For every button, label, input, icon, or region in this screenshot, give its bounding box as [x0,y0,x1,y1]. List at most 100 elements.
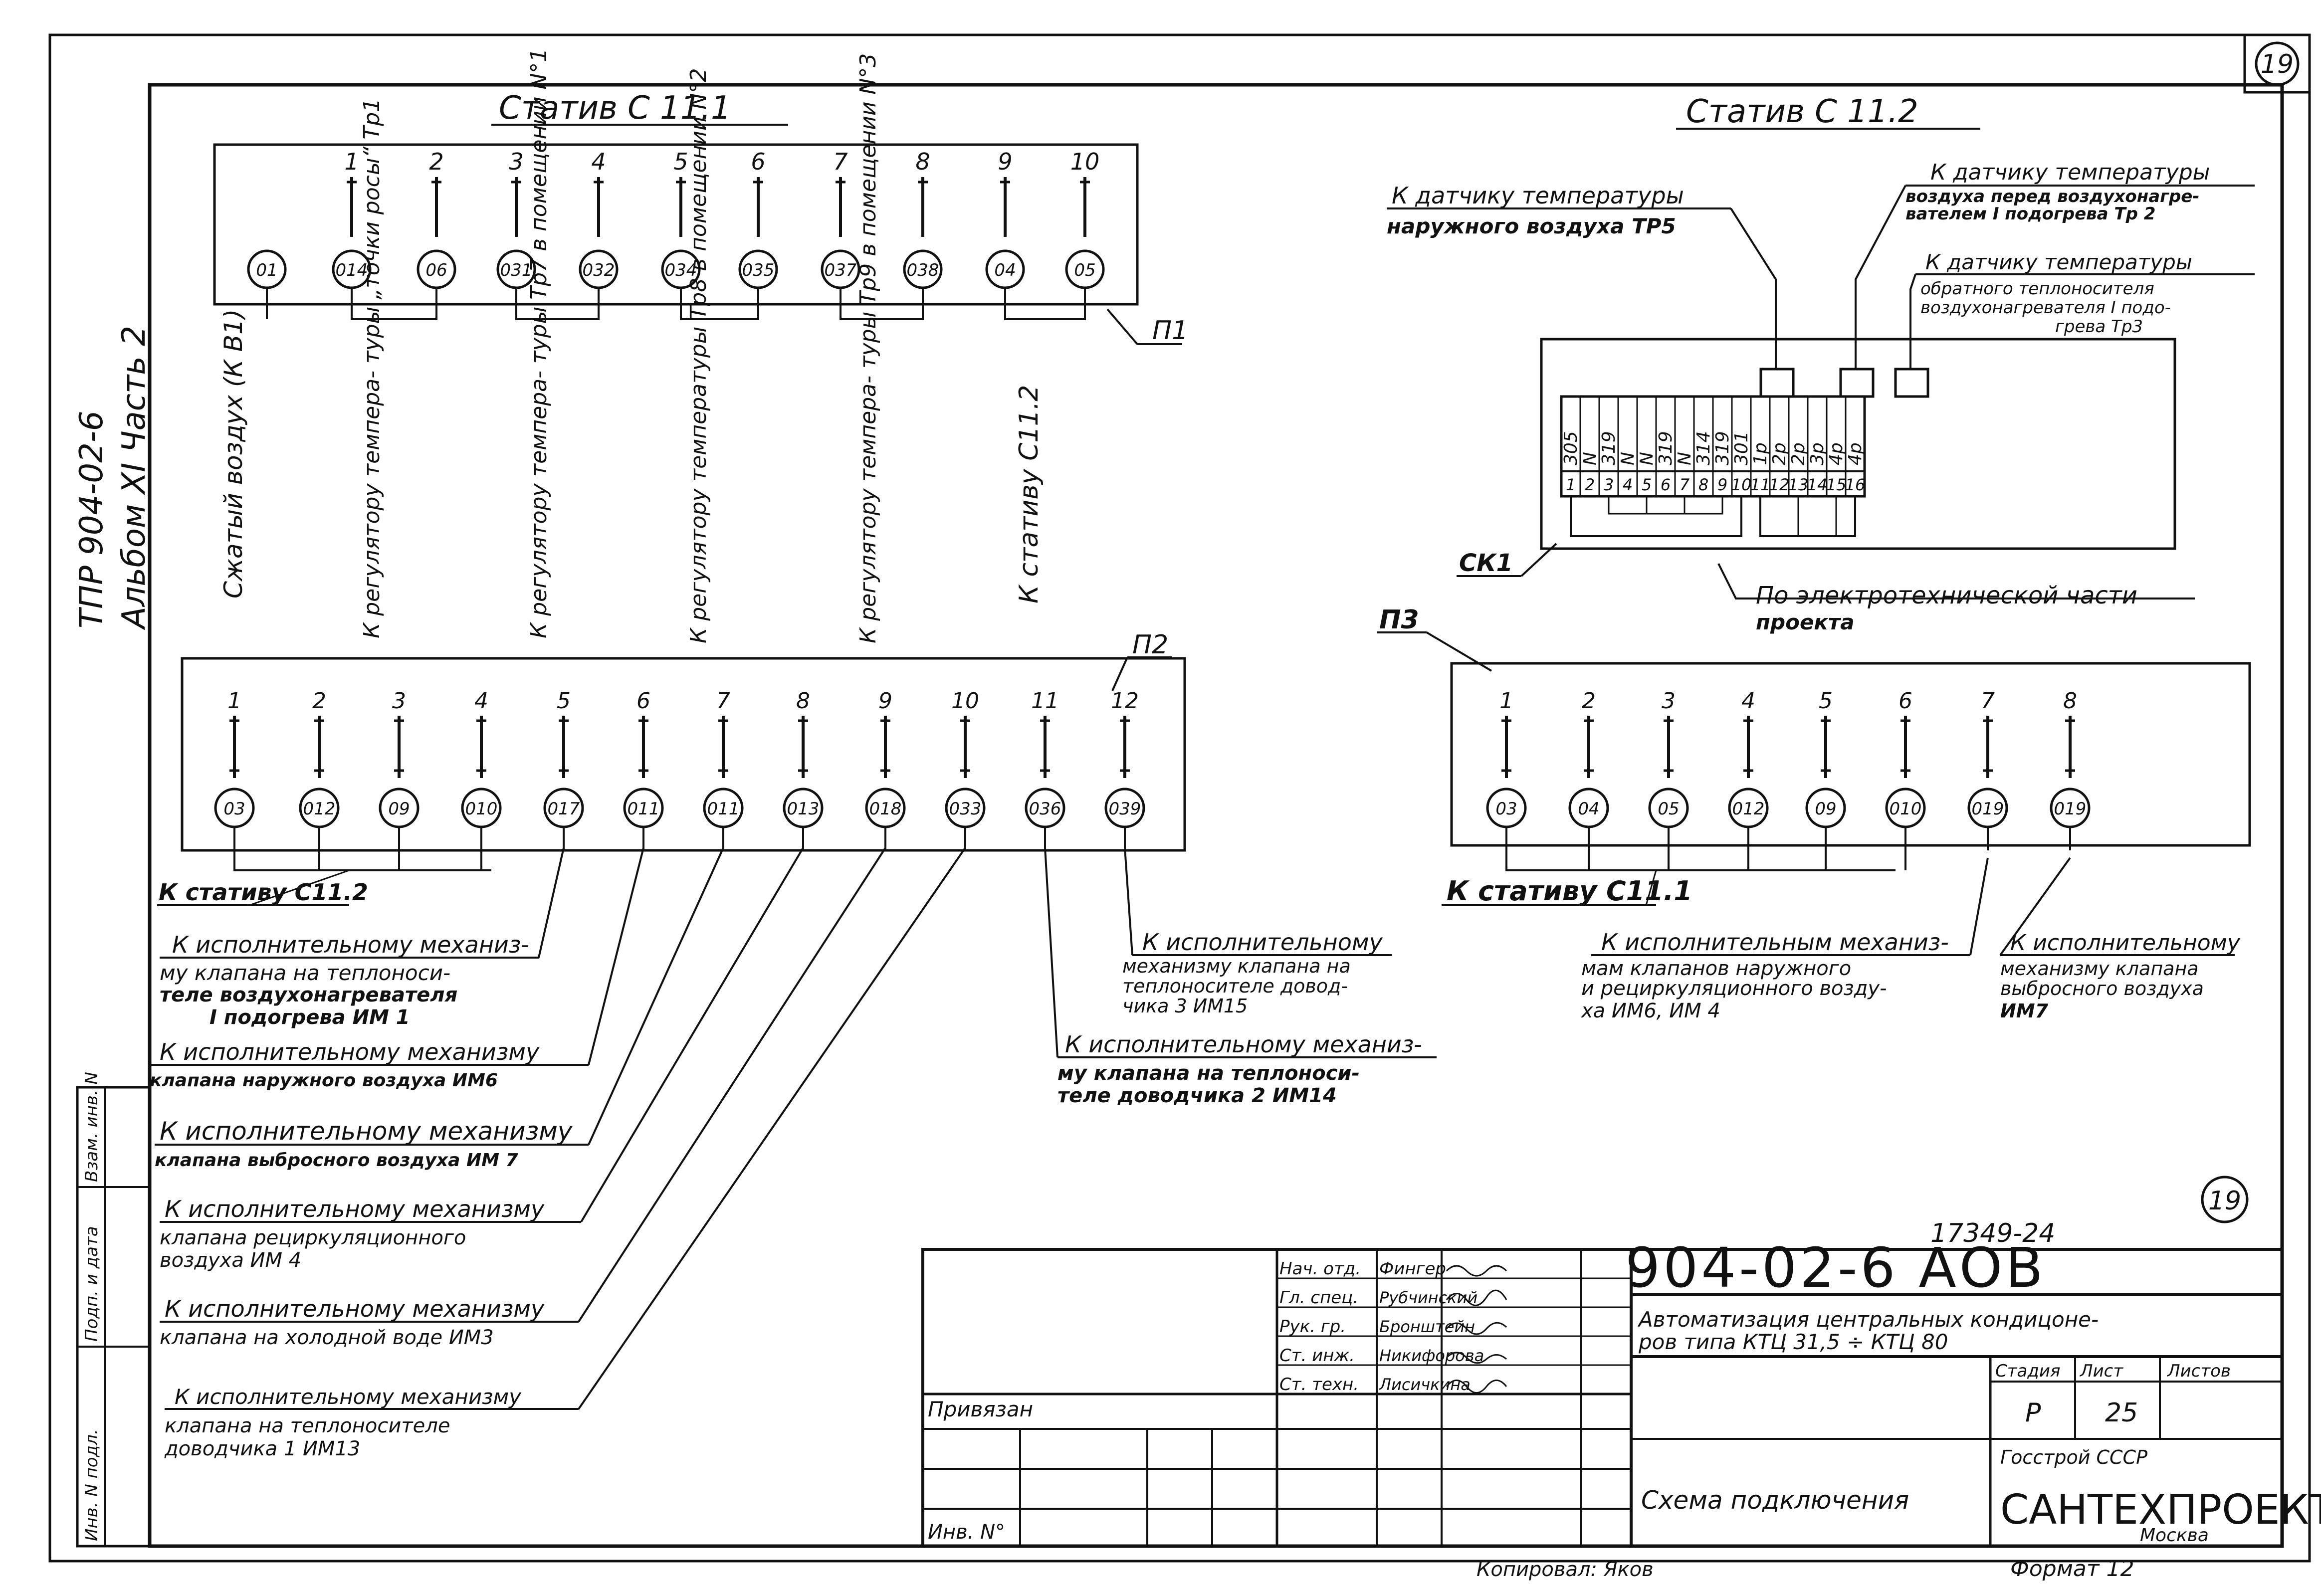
p3-note2-l4: ИМ7 [2000,1000,2049,1022]
p2-note2-l1: К исполнительному механизму [160,1038,540,1065]
ck1-top-cell: N [1580,452,1600,465]
rack2-title: Статив С 11.2 [1686,93,1918,130]
panel-terminal-number: 8 [796,688,810,714]
panel-wire-label: 011 [628,799,660,819]
panel-wire-label: 05 [1658,799,1679,819]
note-tp2-2: воздуха перед воздухонагре- [1905,187,2199,206]
signature-1 [1446,1289,1507,1306]
note-tp3-2: обратного теплоносителя [1920,279,2154,299]
stamp-inv-label: Инв. N подл. [82,1429,102,1541]
name-0: Фингер [1379,1259,1446,1279]
ck1-bottom-cell: 9 [1717,475,1727,494]
role-0: Нач. отд. [1279,1259,1361,1279]
outer-frame [48,33,2311,1563]
scheme-title: Схема подключения [1641,1486,1909,1515]
rack1-wire-label: 035 [742,260,775,280]
sheets-label: Листов [2166,1361,2231,1381]
panel-terminal-number: 1 [1499,688,1513,714]
rack1-wire-label: 031 [500,260,533,280]
p2-note1-l1: К исполнительному механиз- [172,931,529,958]
ck1-top-cell: 1р [1750,442,1771,465]
panel2-box [181,657,1186,852]
p3-note2-l3: выбросного воздуха [2000,978,2204,999]
ck1-top-cell: 2р [1788,442,1809,465]
ck1-top-cell: 3р [1807,442,1828,465]
panel3-link-label: К стативу С11.1 [1447,875,1692,907]
rack1-terminal-number: 1 [344,148,359,175]
panel-terminal-number: 5 [1819,688,1833,714]
sheet-label: Лист [2079,1361,2123,1381]
panel-terminal-number: 4 [1741,688,1755,714]
ck1-top-cell: 301 [1731,431,1752,465]
rack1-note-tp7: К регулятору темпера- туры Тр7 в помещен… [526,48,552,638]
ck1-label: СК1 [1459,549,1513,577]
panel3-box [1450,662,2251,847]
p2-note6-l2: клапана на теплоносителе [165,1414,450,1437]
panel-terminal-number: 12 [1111,688,1139,714]
p2-note1-l3: теле воздухонагревателя [160,984,457,1006]
rack1-wire-label: 038 [907,260,939,280]
org-top: Госстрой СССР [2000,1446,2147,1468]
panel-wire-label: 012 [1732,799,1765,819]
p2-note8-l2: му клапана на теплоноси- [1057,1062,1360,1085]
ck1-bottom-cell: 10 [1731,475,1752,494]
name-3: Никифорова [1379,1346,1484,1365]
note-el-line1: По электротехнической части [1756,582,2137,609]
role-3: Ст. инж. [1279,1346,1355,1366]
ck1-bottom-cell: 8 [1698,475,1708,494]
p2-note6-l1: К исполнительному механизму [175,1385,522,1409]
role-4: Ст. техн. [1279,1375,1359,1395]
panel-terminal-number: 2 [1582,688,1596,714]
ck1-bottom-cell: 4 [1623,475,1633,494]
signature-4 [1446,1380,1507,1394]
p2-note2-l2: клапана наружного воздуха ИМ6 [150,1070,498,1091]
doc-code: 904-02-6 АОВ [1625,1236,2046,1300]
role-2: Рук. гр. [1279,1317,1346,1337]
ck1-top-cell: 4р [1826,442,1847,465]
org-name: САНТЕХПРОЕКТ [2000,1486,2321,1534]
note-tp5-line2: наружного воздуха ТР5 [1387,214,1676,238]
panel3-notes: К исполнительным механиз- мам клапанов н… [1580,857,2241,1022]
rack1-terminal-number: 8 [915,148,930,175]
stamp-replace-label: Взам. инв. N [82,1072,102,1182]
panel-terminal-number: 11 [1031,688,1059,714]
panel-wire-label: 013 [787,799,820,819]
p2-note7-l1: К исполнительному [1142,929,1383,956]
p3-note1-l2: мам клапанов наружного [1581,957,1851,980]
p2-note3-l1: К исполнительному механизму [160,1117,573,1146]
panel-wire-label: 019 [2054,799,2087,819]
ck1-bottom-cell: 11 [1750,475,1771,494]
panel-terminal-number: 4 [474,688,488,714]
sheet-value: 25 [2105,1398,2138,1428]
note-tp3-3: воздухонагревателя I подо- [1920,298,2171,318]
ck1-bottom-cell: 6 [1661,475,1671,494]
sheet-number-bottom: 19 [2208,1186,2241,1216]
p2-note8-l1: К исполнительному механиз- [1065,1031,1422,1058]
ck1-top-cell: N [1637,452,1657,465]
rack1-wire-label: 01 [256,260,277,280]
rack1-terminal-number: 2 [429,148,443,175]
rack1-terminal-number: 10 [1070,148,1100,175]
rack1-wire-label: 04 [994,260,1016,280]
note-tp2-1: К датчику температуры [1930,160,2210,185]
ck1-bottom-cell: 12 [1769,475,1790,494]
stage-label: Стадия [1995,1361,2060,1381]
panel-terminal-number: 8 [2063,688,2077,714]
role-1: Гл. спец. [1279,1288,1358,1308]
panel-terminal-number: 10 [951,688,979,714]
ck1-box [1540,338,2176,550]
description-l1: Автоматизация центральных кондицоне- [1637,1307,2099,1332]
ck1-top-cell: 305 [1561,431,1581,465]
panel-wire-label: 010 [465,799,498,819]
bound-label: Привязан [928,1397,1033,1421]
panel-wire-label: 09 [1815,799,1836,819]
p2-note5-l1: К исполнительному механизму [165,1295,545,1322]
p2-note4-l2: клапана рециркуляционного [160,1226,466,1249]
rack1-terminal-number: 3 [509,148,523,175]
p2-note5-l2: клапана на холодной воде ИМ3 [160,1326,494,1349]
ck1-top-cell: N [1675,452,1695,465]
p2-note1-l2: му клапана на теплоноси- [160,961,450,985]
ck1-top-cell: 319 [1656,431,1676,465]
